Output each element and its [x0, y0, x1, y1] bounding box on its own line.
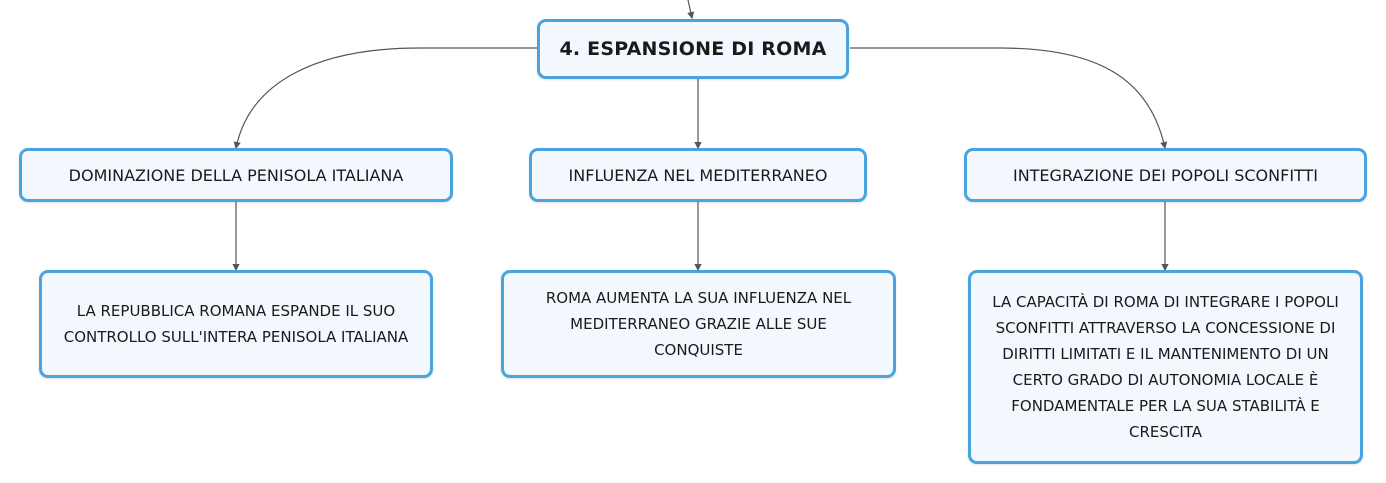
detail-text: LA CAPACITÀ DI ROMA DI INTEGRARE I POPOL… — [992, 293, 1339, 441]
root-node[interactable]: 4. ESPANSIONE DI ROMA — [537, 19, 849, 79]
branch-label: DOMINAZIONE DELLA PENISOLA ITALIANA — [68, 165, 404, 185]
link-parent-to-root — [687, 0, 695, 20]
branch-node-influenza[interactable]: INFLUENZA NEL MEDITERRANEO — [529, 148, 867, 202]
link-root-to-branch-1 — [233, 47, 537, 150]
detail-node-integrazione[interactable]: LA CAPACITÀ DI ROMA DI INTEGRARE I POPOL… — [968, 270, 1363, 464]
branch-label: INTEGRAZIONE DEI POPOLI SCONFITTI — [1012, 165, 1319, 185]
branch-node-dominazione[interactable]: DOMINAZIONE DELLA PENISOLA ITALIANA — [19, 148, 453, 202]
detail-node-influenza[interactable]: ROMA AUMENTA LA SUA INFLUENZA NEL MEDITE… — [501, 270, 896, 378]
detail-text: ROMA AUMENTA LA SUA INFLUENZA NEL MEDITE… — [545, 289, 852, 359]
detail-node-dominazione[interactable]: LA REPUBBLICA ROMANA ESPANDE IL SUO CONT… — [39, 270, 433, 378]
link-root-to-branch-3 — [850, 47, 1168, 150]
detail-text: LA REPUBBLICA ROMANA ESPANDE IL SUO CONT… — [63, 302, 409, 346]
branch-node-integrazione[interactable]: INTEGRAZIONE DEI POPOLI SCONFITTI — [964, 148, 1367, 202]
branch-label: INFLUENZA NEL MEDITERRANEO — [568, 165, 828, 185]
root-label: 4. ESPANSIONE DI ROMA — [559, 38, 827, 60]
